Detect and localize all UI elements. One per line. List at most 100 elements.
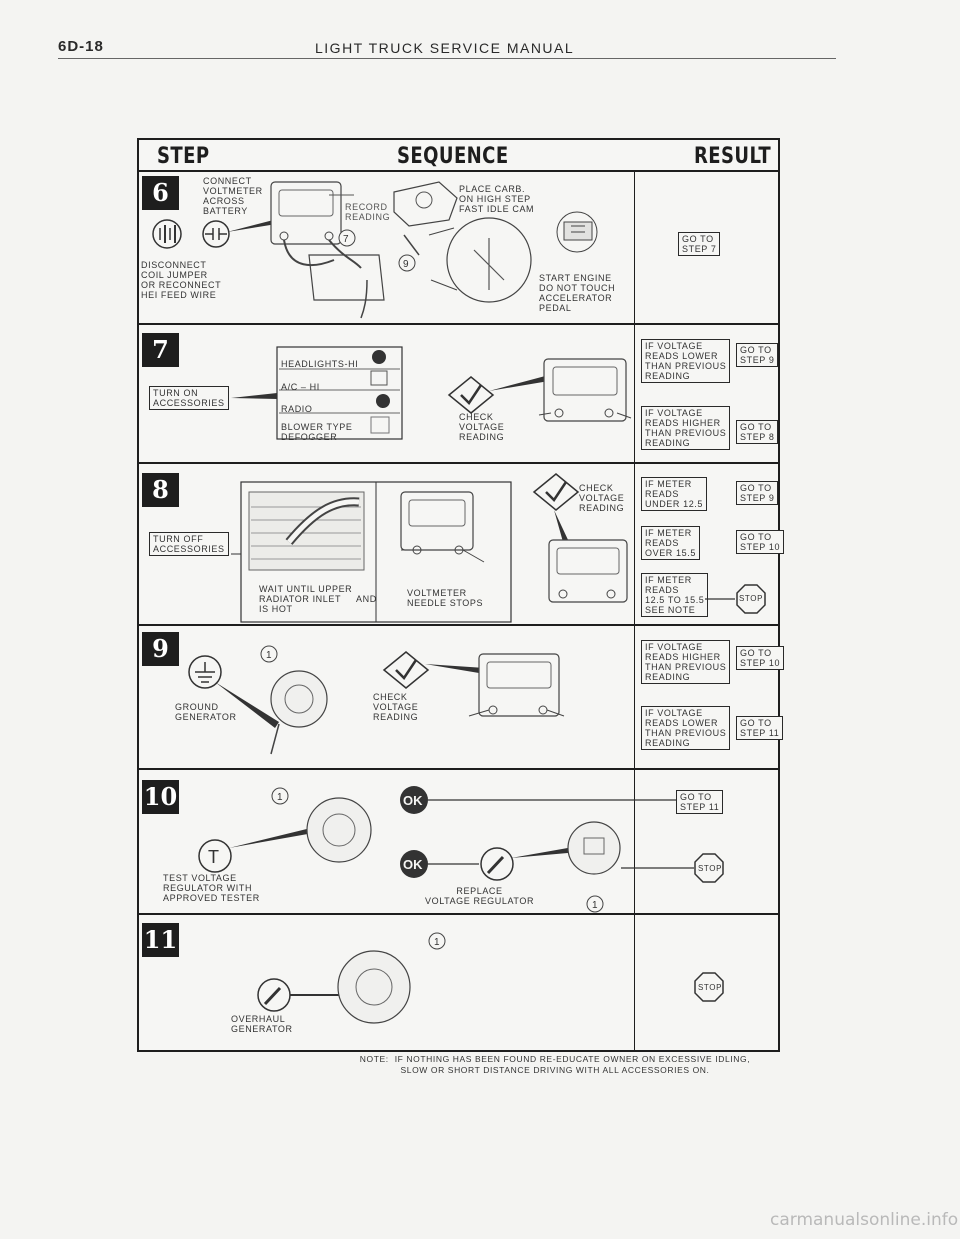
result-go-to-step-11: GO TO STEP 11: [736, 716, 784, 740]
marker-9-icon: 9: [398, 254, 416, 272]
check-voltage-label: CHECK VOLTAGE READING: [579, 483, 625, 513]
accessory-radio: RADIO: [281, 404, 313, 414]
result-go-to-step-8: GO TO STEP 8: [736, 420, 779, 444]
diagnosis-chart: STEP SEQUENCE RESULT 6 CONNECT VOLTMETER…: [137, 138, 785, 1052]
result-go-to-step-10: GO TO STEP 10: [736, 646, 785, 670]
overhaul-generator-label: OVERHAUL GENERATOR: [231, 1014, 293, 1034]
carburetor-icon: [393, 181, 458, 256]
column-header-step: STEP: [157, 144, 210, 169]
page-number: 6D-18: [58, 38, 104, 55]
test-regulator-label: TEST VOLTAGE REGULATOR WITH APPROVED TES…: [163, 873, 260, 903]
voltmeter-icon: [538, 358, 632, 422]
voltmeter-needle-label: VOLTMETER NEEDLE STOPS: [407, 588, 484, 608]
voltmeter-icon: [400, 491, 485, 563]
check-voltage-icon: [532, 473, 580, 542]
regulator-icon: [567, 821, 621, 875]
step-number-badge: 7: [142, 333, 179, 367]
result-condition: IF VOLTAGE READS HIGHER THAN PREVIOUS RE…: [641, 640, 731, 684]
generator-icon: [337, 950, 411, 1024]
svg-text:1: 1: [277, 792, 283, 803]
engine-start-icon: [556, 211, 598, 253]
result-go-to-step-11: GO TO STEP 11: [676, 790, 724, 814]
voltmeter-icon: [468, 653, 565, 717]
step-number-badge: 6: [142, 176, 179, 210]
row-divider: [139, 913, 778, 915]
record-reading-label: RECORD READING: [345, 202, 391, 222]
wrench-icon: [480, 846, 579, 881]
generator-icon: [270, 670, 328, 755]
check-voltage-icon: [382, 651, 485, 689]
step11-illustration: 1: [257, 932, 724, 1024]
stop-sign-icon: STOP: [736, 584, 766, 614]
row-divider: [139, 624, 778, 626]
check-voltage-icon: [447, 375, 549, 414]
header-rule: [58, 58, 836, 59]
step-number-badge: 9: [142, 632, 179, 666]
result-condition: IF VOLTAGE READS HIGHER THAN PREVIOUS RE…: [641, 406, 731, 450]
marker-7-icon: 7: [338, 229, 356, 247]
result-column-divider: [634, 170, 635, 1050]
disconnect-coil-label: DISCONNECT COIL JUMPER OR RECONNECT HEI …: [141, 260, 222, 300]
turn-on-accessories-box: TURN ON ACCESSORIES: [149, 386, 229, 410]
column-header-result: RESULT: [694, 144, 772, 169]
step-number-badge: 11: [142, 923, 179, 957]
svg-text:OK: OK: [403, 793, 423, 808]
generator-icon: [306, 797, 372, 863]
turn-off-accessories-box: TURN OFF ACCESSORIES: [149, 532, 229, 556]
svg-text:1: 1: [266, 650, 272, 661]
result-go-to-step-9: GO TO STEP 9: [736, 343, 779, 367]
result-condition: IF VOLTAGE READS LOWER THAN PREVIOUS REA…: [641, 706, 731, 750]
connect-voltmeter-label: CONNECT VOLTMETER ACROSS BATTERY: [203, 176, 263, 216]
accessory-defogger: BLOWER TYPE DEFOGGER: [281, 422, 353, 442]
accessory-headlights: HEADLIGHTS-HI: [281, 359, 359, 369]
stop-sign-icon: [694, 853, 724, 883]
stop-label: STOP: [698, 983, 723, 992]
stop-sign-icon: [694, 972, 724, 1002]
column-header-sequence: SEQUENCE: [397, 144, 509, 169]
step6-illustration: 7 9: [152, 181, 598, 319]
defogger-icon: [370, 416, 390, 434]
battery-icon: [283, 239, 385, 319]
result-condition: IF METER READS UNDER 12.5: [641, 477, 708, 511]
throttle-callout-icon: [428, 217, 532, 303]
svg-text:1: 1: [592, 900, 598, 911]
header-divider: [139, 170, 778, 172]
ok-icon: OK: [400, 786, 428, 814]
row-divider: [139, 768, 778, 770]
radiator-icon: [248, 491, 365, 571]
radio-icon: [376, 394, 390, 408]
result-condition: IF METER READS OVER 15.5: [641, 526, 700, 560]
page-title: LIGHT TRUCK SERVICE MANUAL: [315, 40, 575, 56]
svg-text:T: T: [208, 847, 219, 867]
headlight-icon: [372, 350, 386, 364]
step10-illustration: 1 T OK OK 1: [198, 786, 724, 913]
step-number-badge: 8: [142, 473, 179, 507]
and-label: AND: [356, 594, 377, 604]
footnote: NOTE: IF NOTHING HAS BEEN FOUND RE-EDUCA…: [359, 1054, 751, 1075]
place-carb-label: PLACE CARB. ON HIGH STEP FAST IDLE CAM: [459, 184, 535, 214]
result-condition: IF METER READS 12.5 TO 15.5 SEE NOTE: [641, 573, 709, 617]
wait-radiator-label: WAIT UNTIL UPPER RADIATOR INLET IS HOT: [259, 584, 353, 614]
step7-illustration: [231, 346, 632, 440]
battery-symbol-icon: [152, 219, 182, 249]
result-go-to-step-7: GO TO STEP 7: [678, 232, 721, 256]
result-go-to-step-10: GO TO STEP 10: [736, 530, 785, 554]
tester-icon: T: [198, 826, 319, 873]
result-go-to-step-9: GO TO STEP 9: [736, 481, 779, 505]
marker-1-icon: 1: [260, 645, 278, 663]
marker-1-icon: 1: [271, 787, 289, 805]
stop-label: STOP: [698, 864, 723, 873]
ground-icon: [188, 655, 279, 728]
ac-icon: [370, 370, 388, 386]
svg-text:1: 1: [434, 937, 440, 948]
result-condition: IF VOLTAGE READS LOWER THAN PREVIOUS REA…: [641, 339, 731, 383]
voltmeter-icon: [548, 539, 628, 603]
check-voltage-label: CHECK VOLTAGE READING: [459, 412, 505, 442]
step-number-badge: 10: [142, 780, 179, 814]
svg-text:7: 7: [343, 234, 349, 245]
start-engine-label: START ENGINE DO NOT TOUCH ACCELERATOR PE…: [539, 273, 616, 313]
replace-regulator-label: REPLACE VOLTAGE REGULATOR: [425, 886, 535, 906]
svg-text:OK: OK: [403, 857, 423, 872]
check-voltage-label: CHECK VOLTAGE READING: [373, 692, 419, 722]
marker-1-icon: 1: [428, 932, 446, 950]
